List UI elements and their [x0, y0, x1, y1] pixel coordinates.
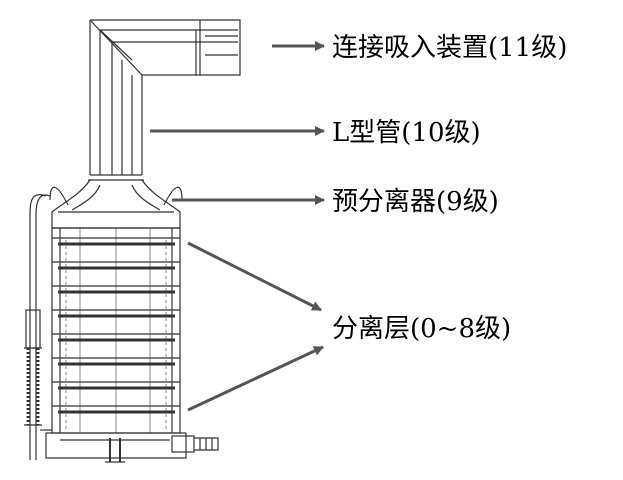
arrows	[150, 41, 325, 412]
l-pipe	[88, 19, 144, 181]
arrow-stages-upper	[187, 241, 322, 312]
arrow-stages-lower	[187, 345, 324, 412]
pre-separator	[49, 179, 183, 229]
label-stage11: 连接吸入装置(11级)	[332, 33, 567, 63]
left-side-assembly	[24, 300, 52, 460]
label-stages-0-8: 分离层(0~8级)	[332, 314, 511, 344]
label-stage10: L型管(10级)	[332, 118, 481, 148]
side-tube	[29, 194, 51, 300]
apparatus-drawing	[24, 19, 241, 463]
base	[45, 432, 219, 463]
induction-port-connector	[90, 19, 241, 76]
stage-stack	[51, 227, 181, 434]
label-stage9: 预分离器(9级)	[332, 187, 499, 217]
